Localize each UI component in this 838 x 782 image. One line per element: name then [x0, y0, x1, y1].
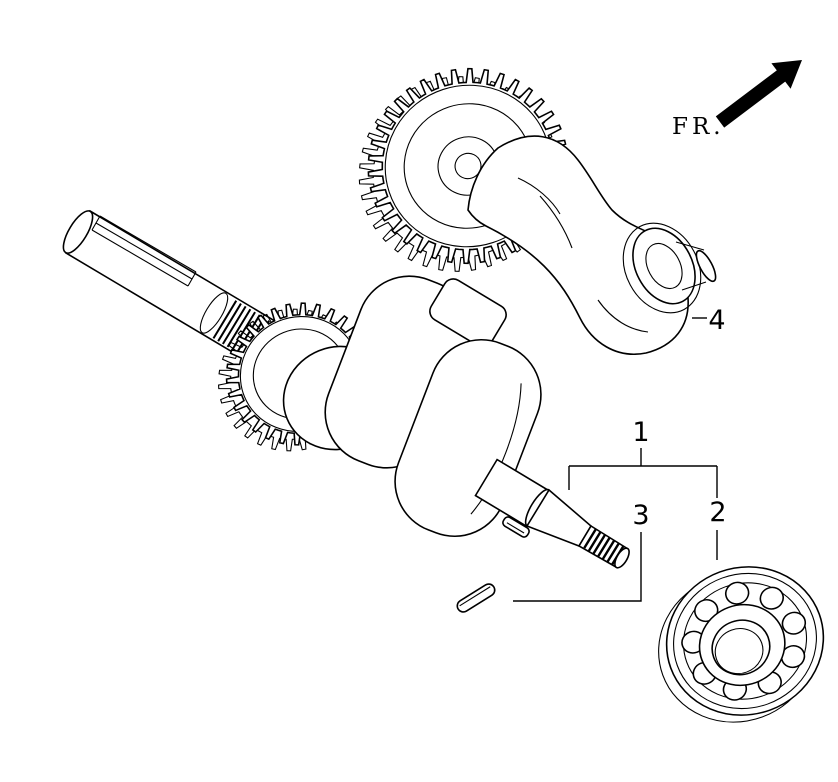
camshaft-flange-inner [645, 242, 683, 290]
crankshaft-keyway-flat [91, 215, 197, 287]
camshaft-boss-ring [622, 222, 702, 314]
bearing-outer-ring-inner-line [673, 572, 817, 710]
bearing-bore-depth [714, 628, 764, 675]
camshaft-assembly [358, 67, 717, 355]
woodruff-key [456, 583, 496, 613]
fr-arrow-icon [715, 60, 802, 128]
callout-1: 1 [568, 417, 718, 498]
crank-pin [429, 278, 507, 348]
camshaft-plate-line [597, 299, 649, 333]
camshaft-lobe-line-2 [517, 177, 561, 215]
crankshaft-threads [583, 528, 626, 567]
callout-1-leader-line [568, 448, 718, 498]
callout-3-leader-line [513, 532, 642, 602]
camshaft-stub-end [695, 249, 717, 283]
camshaft-stub-bottom [681, 281, 707, 291]
callout-1-label: 1 [632, 417, 649, 448]
camshaft-flange [632, 227, 696, 305]
direction-indicator: FR. [672, 60, 802, 140]
callout-4-label: 4 [708, 305, 725, 336]
fr-label: FR. [672, 114, 725, 140]
camshaft-lobe-line-1 [539, 195, 573, 249]
callout-2-label: 2 [709, 497, 726, 528]
callout-4: 4 [692, 305, 726, 336]
crankshaft-spline-section [212, 300, 274, 361]
crankshaft-shaft-end [62, 210, 94, 254]
crankshaft-assembly [62, 209, 630, 569]
ball-bearing [658, 566, 825, 723]
callout-2: 2 [709, 497, 727, 560]
camshaft-gear-bore [454, 152, 482, 180]
camshaft-stub-top [675, 241, 705, 251]
callout-3-label: 3 [632, 500, 649, 531]
crankshaft-shaft-step [199, 292, 229, 334]
camshaft-body [467, 135, 689, 355]
crankshaft-taper-keyway [502, 516, 530, 538]
callout-3: 3 [513, 500, 650, 602]
crankshaft-thread-end [614, 547, 630, 569]
